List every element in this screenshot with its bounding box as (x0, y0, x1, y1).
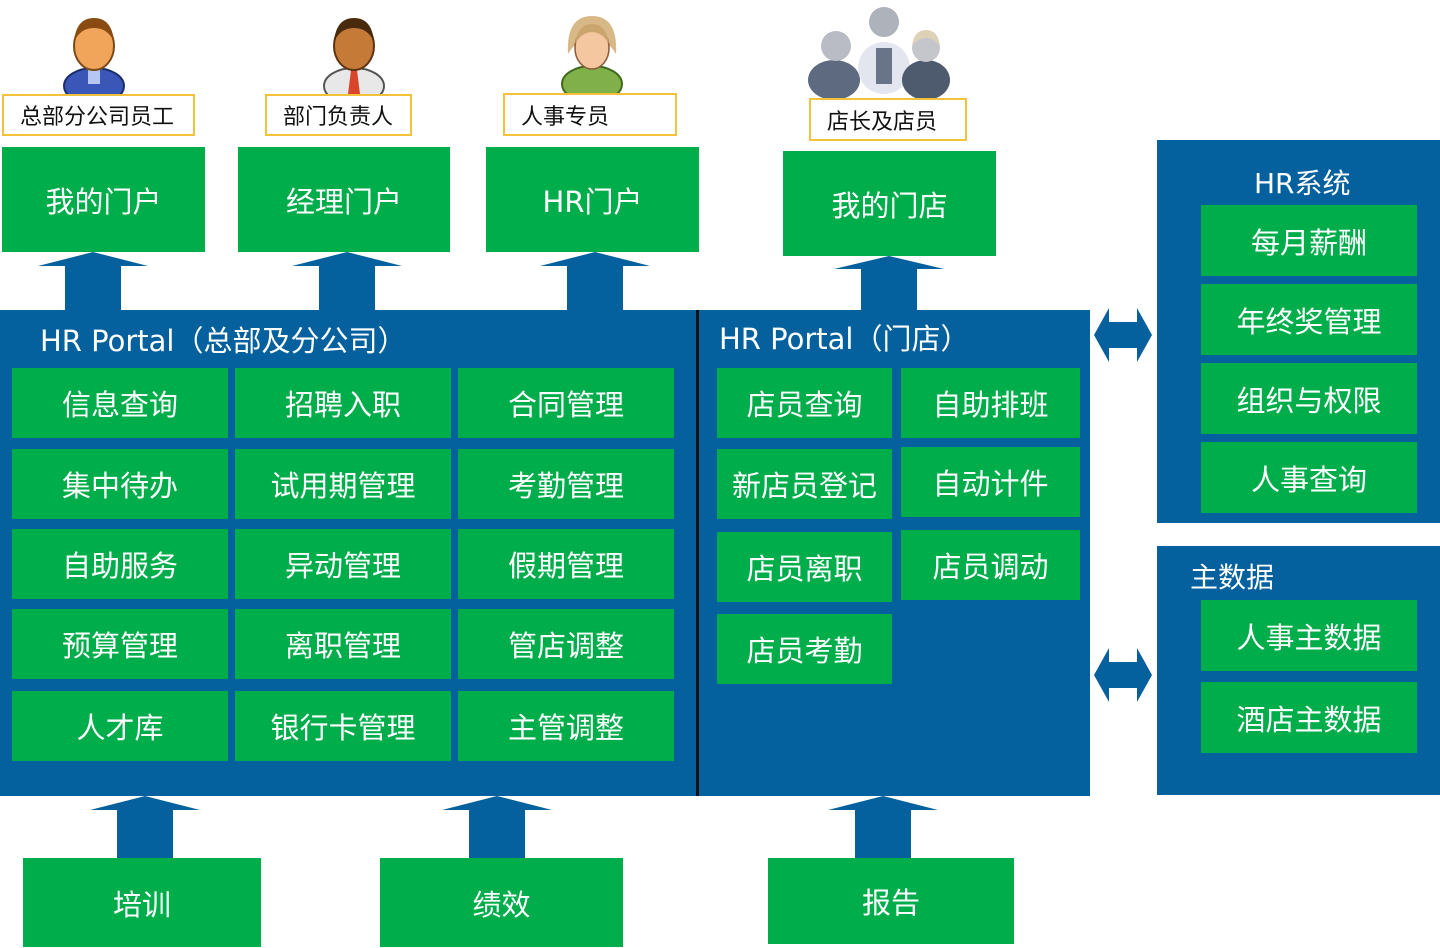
hq-item-recruitment[interactable]: 招聘入职 (235, 368, 451, 438)
master-item-hotel[interactable]: 酒店主数据 (1201, 682, 1417, 753)
arrow-up-icon (90, 796, 200, 858)
role-label-hr-specialist: 人事专员 (503, 93, 677, 136)
portal-hr-portal[interactable]: HR门户 (486, 147, 699, 252)
portal-my-store[interactable]: 我的门店 (783, 151, 996, 256)
store-item-piecework[interactable]: 自动计件 (901, 447, 1080, 517)
hq-item-talent-pool[interactable]: 人才库 (12, 691, 228, 761)
store-item-staff-attendance[interactable]: 店员考勤 (717, 614, 892, 684)
hq-item-budget[interactable]: 预算管理 (12, 609, 228, 679)
store-item-staff-leave[interactable]: 店员离职 (717, 532, 892, 602)
portal-manager-portal[interactable]: 经理门户 (238, 147, 450, 252)
hr-item-year-end-bonus[interactable]: 年终奖管理 (1201, 284, 1417, 355)
hr-item-monthly-pay[interactable]: 每月薪酬 (1201, 205, 1417, 276)
role-label-store-staff: 店长及店员 (809, 98, 967, 141)
hq-item-resignation[interactable]: 离职管理 (235, 609, 451, 679)
hr-specialist-avatar-icon (561, 16, 623, 96)
store-portal-title: HR Portal（门店） (719, 322, 970, 356)
manager-avatar-icon (323, 18, 385, 98)
hr-item-org-permissions[interactable]: 组织与权限 (1201, 363, 1417, 434)
hq-item-probation[interactable]: 试用期管理 (235, 449, 451, 519)
arrow-up-icon (292, 252, 402, 310)
portal-my-portal[interactable]: 我的门户 (2, 147, 205, 252)
role-label-manager: 部门负责人 (265, 94, 412, 136)
hq-item-attendance[interactable]: 考勤管理 (458, 449, 674, 519)
store-item-staff-transfer[interactable]: 店员调动 (901, 530, 1080, 600)
arrow-up-icon (834, 256, 944, 310)
arrow-up-icon (38, 252, 148, 310)
employee-avatar-icon (63, 18, 125, 98)
hr-system-title: HR系统 (1254, 167, 1351, 200)
hq-item-self-service[interactable]: 自助服务 (12, 529, 228, 599)
hq-item-info-query[interactable]: 信息查询 (12, 368, 228, 438)
store-item-self-scheduling[interactable]: 自助排班 (901, 368, 1080, 438)
arrow-up-icon (828, 796, 938, 858)
hq-item-supervisor-adjust[interactable]: 主管调整 (458, 691, 674, 761)
module-training[interactable]: 培训 (23, 858, 261, 947)
arrow-up-icon (442, 796, 552, 858)
module-performance[interactable]: 绩效 (380, 858, 623, 947)
hq-item-bank-card[interactable]: 银行卡管理 (235, 691, 451, 761)
double-arrow-icon (1094, 648, 1152, 702)
module-report[interactable]: 报告 (768, 858, 1014, 944)
role-label-employee: 总部分公司员工 (2, 94, 195, 136)
double-arrow-icon (1094, 308, 1152, 362)
arrow-up-icon (540, 252, 650, 310)
store-item-staff-query[interactable]: 店员查询 (717, 368, 892, 438)
panel-divider (696, 310, 699, 796)
hq-item-leave[interactable]: 假期管理 (458, 529, 674, 599)
hq-portal-title: HR Portal（总部及分公司） (40, 324, 407, 358)
store-item-new-staff[interactable]: 新店员登记 (717, 449, 892, 519)
master-item-personnel[interactable]: 人事主数据 (1201, 600, 1417, 671)
hq-item-contract[interactable]: 合同管理 (458, 368, 674, 438)
master-data-title: 主数据 (1190, 561, 1275, 594)
store-staff-group-icon (808, 7, 950, 100)
hq-item-transfer[interactable]: 异动管理 (235, 529, 451, 599)
hq-item-store-adjust[interactable]: 管店调整 (458, 609, 674, 679)
hr-item-personnel-query[interactable]: 人事查询 (1201, 442, 1417, 513)
hq-item-todo[interactable]: 集中待办 (12, 449, 228, 519)
